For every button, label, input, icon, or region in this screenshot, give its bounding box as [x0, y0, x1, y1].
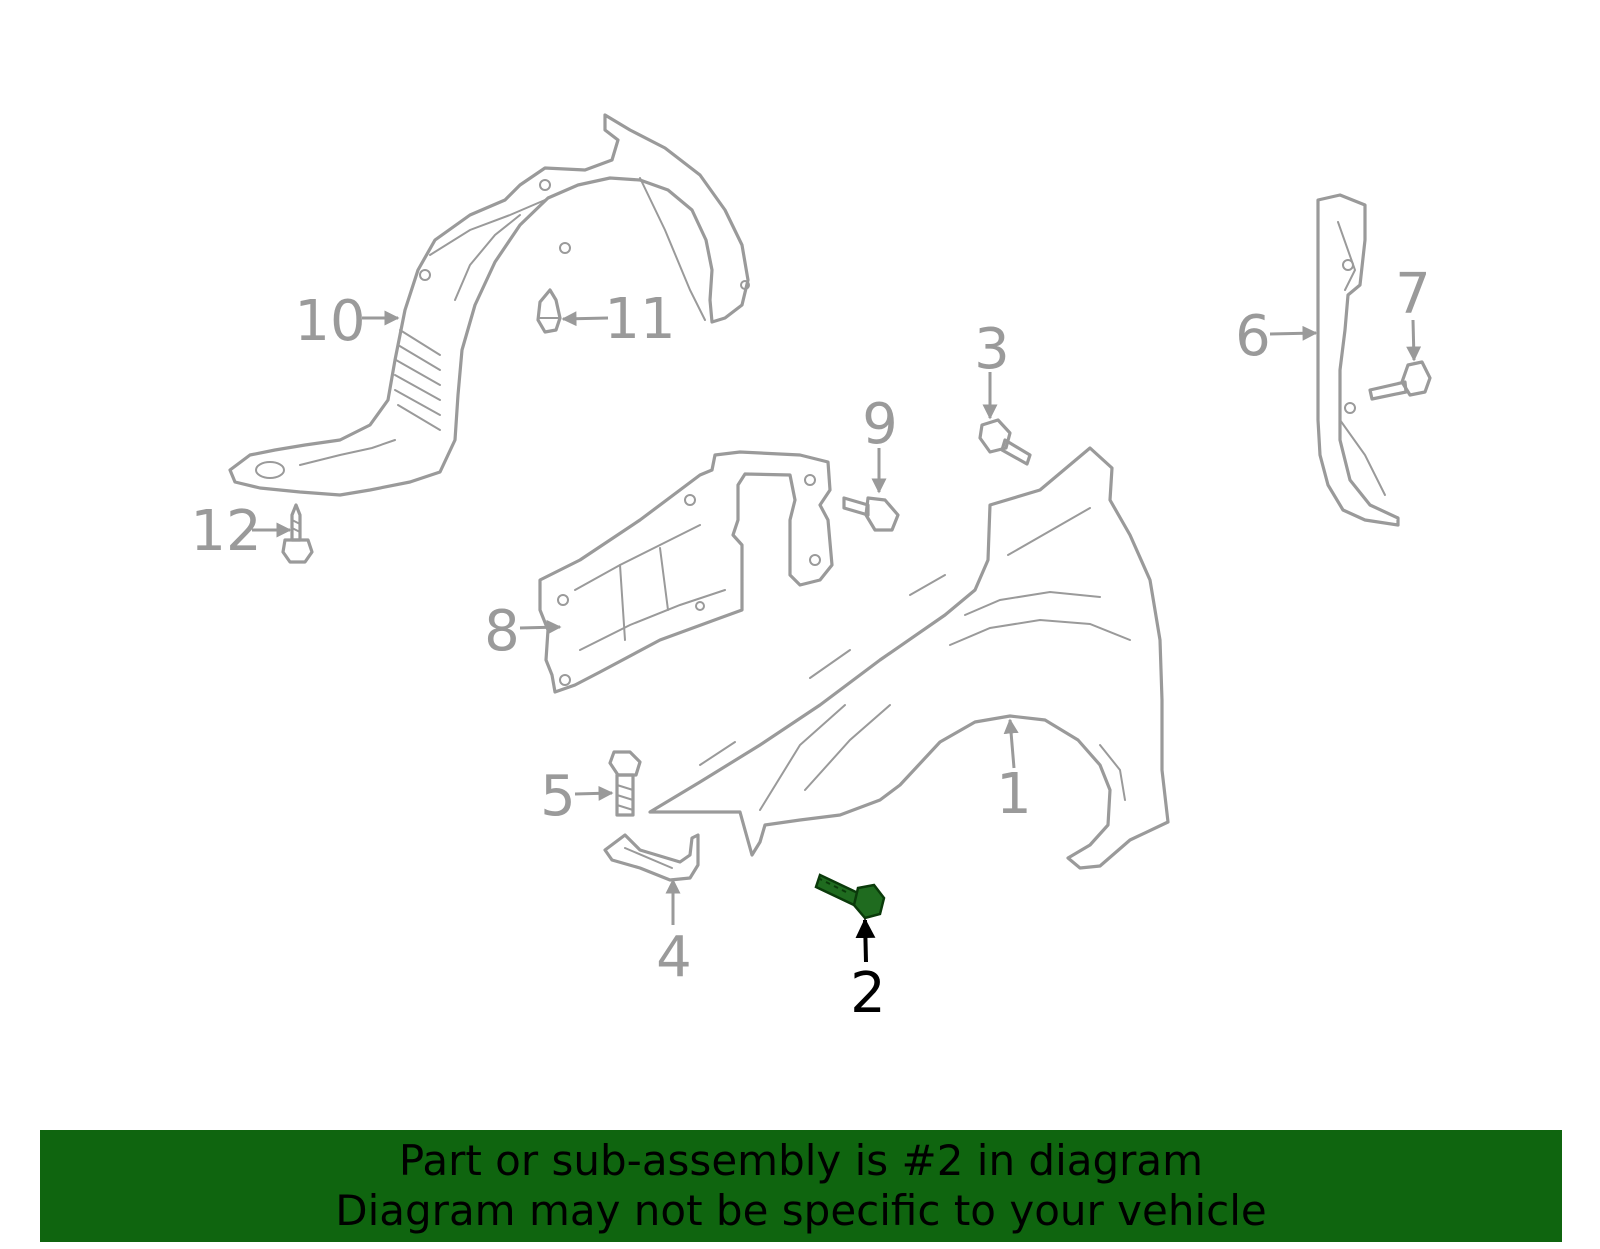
- leader-8: [519, 619, 562, 635]
- part-3-bolt: [978, 418, 1032, 466]
- leader-2: [855, 918, 876, 963]
- part-9-bolt: [842, 496, 900, 532]
- part-4-bracket: [603, 833, 700, 882]
- leader-lines: [252, 310, 1422, 963]
- leader-5: [574, 785, 614, 801]
- part-1-fender: [648, 446, 1170, 870]
- callout-9: 9: [862, 392, 898, 457]
- callout-5: 5: [540, 764, 576, 829]
- part-8-bracket: [538, 450, 834, 694]
- part-5-bolt: [608, 750, 642, 817]
- part-6-support: [1316, 193, 1400, 527]
- callout-3: 3: [974, 317, 1010, 382]
- banner-line-disclaimer: Diagram may not be specific to your vehi…: [335, 1186, 1267, 1235]
- callout-2: 2: [850, 961, 886, 1026]
- part-10-fender-liner: [228, 113, 750, 497]
- callout-11: 11: [604, 287, 675, 352]
- callout-7: 7: [1395, 262, 1431, 327]
- callout-labels: 1 2 3 4 5 6 7 8 9 10 11 12: [190, 262, 1430, 1026]
- leader-11: [561, 311, 609, 327]
- callout-8: 8: [484, 599, 520, 664]
- banner-line-part-number: Part or sub-assembly is #2 in diagram: [398, 1136, 1204, 1185]
- leader-7: [1406, 319, 1422, 362]
- leader-1: [1003, 718, 1019, 769]
- info-banner: Part or sub-assembly is #2 in diagram Di…: [40, 1130, 1562, 1242]
- callout-6: 6: [1235, 304, 1271, 369]
- part-2-bolt-highlighted: [814, 873, 886, 920]
- parts-diagram: 1 2 3 4 5 6 7 8 9 10 11 12: [190, 113, 1432, 1026]
- callout-10: 10: [294, 289, 365, 354]
- part-11-clip: [536, 288, 562, 334]
- part-7-pin: [1368, 360, 1432, 401]
- leader-6: [1269, 325, 1318, 341]
- part-12-screw: [281, 503, 314, 564]
- callout-12: 12: [190, 499, 261, 564]
- callout-4: 4: [656, 925, 692, 990]
- callout-1: 1: [996, 762, 1032, 827]
